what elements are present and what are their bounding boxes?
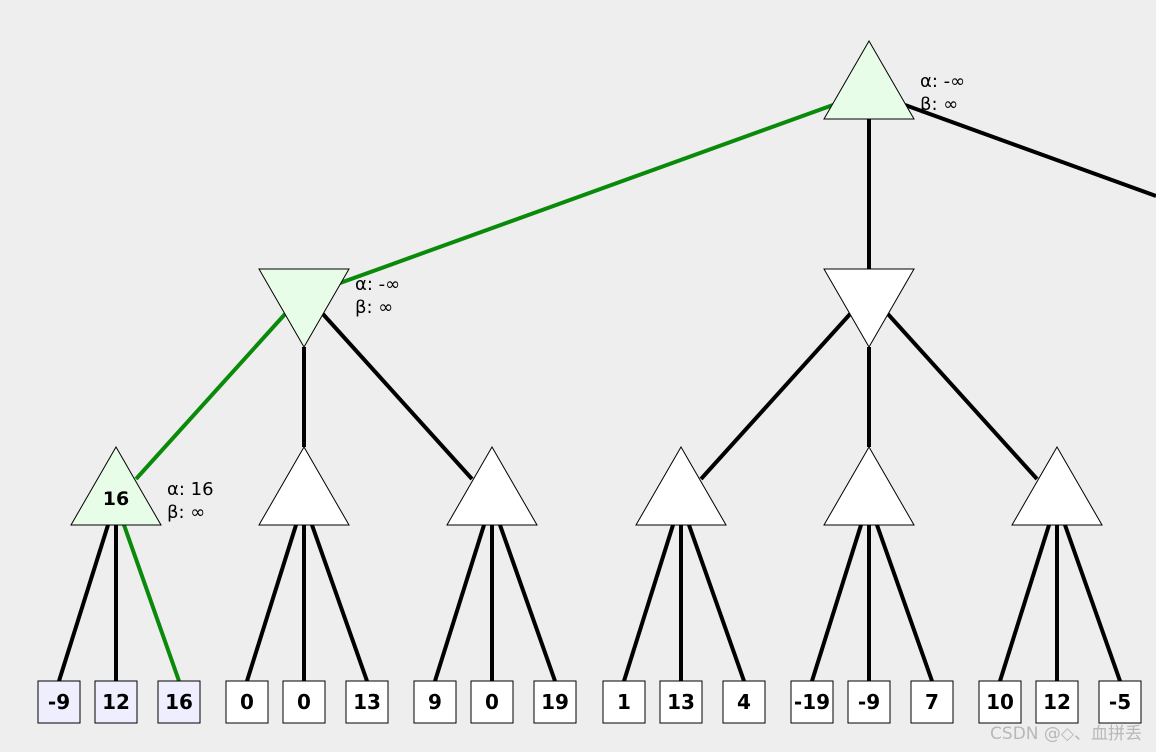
edge-max-1-2-to-leaf-3 (310, 524, 369, 682)
tree-leaves: -9 12 16 0 0 13 9 0 19 1 13 4 -19 -9 7 10 12 -5 (37, 680, 1142, 724)
leaf-node[interactable] (533, 680, 577, 724)
min-node-1-alpha-label: α: -∞ (355, 274, 400, 295)
max-node-1-1-alpha-label: α: 16 (167, 479, 214, 500)
watermark: CSDN @◇、血拼丢 (990, 724, 1142, 744)
leaf-value: -9 (858, 690, 880, 714)
edge-min-1-to-max-1 (134, 311, 288, 481)
leaf-node[interactable] (659, 680, 703, 724)
max-node-1-1-beta-label: β: ∞ (167, 502, 205, 523)
leaf-value: 19 (541, 690, 569, 714)
edge-max-2-2-to-leaf-1 (810, 524, 863, 682)
tree-edges (57, 103, 1156, 682)
leaf-node[interactable] (722, 680, 766, 724)
edge-min-2-to-max-1 (699, 311, 853, 481)
leaf-value: 16 (165, 690, 193, 714)
leaf-value: 1 (617, 690, 631, 714)
root-max-node[interactable] (823, 39, 915, 120)
leaf-value: 12 (102, 690, 130, 714)
edge-max-2-3-to-leaf-3 (1063, 524, 1122, 682)
leaf-node[interactable] (94, 680, 138, 724)
edge-max-1-1-to-leaf-1 (57, 524, 110, 682)
leaf-value: -9 (48, 690, 70, 714)
edge-min-2-to-max-3 (885, 311, 1039, 481)
root-node-beta-label: β: ∞ (920, 94, 958, 115)
leaf-node[interactable] (1035, 680, 1079, 724)
edge-max-1-2-to-leaf-1 (245, 524, 298, 682)
leaf-node[interactable] (847, 680, 891, 724)
leaf-value: 7 (925, 690, 939, 714)
leaf-value: 0 (240, 690, 254, 714)
leaf-node[interactable] (910, 680, 954, 724)
edge-max-1-1-to-leaf-3 (122, 524, 181, 682)
leaf-node[interactable] (470, 680, 514, 724)
leaf-node[interactable] (157, 680, 201, 724)
min-node-1[interactable] (258, 268, 350, 349)
max-node-1-3[interactable] (446, 445, 538, 526)
edge-max-2-3-to-leaf-1 (998, 524, 1051, 682)
max-node-2-2[interactable] (823, 445, 915, 526)
max-node-1-1[interactable] (70, 445, 162, 526)
leaf-value: -19 (794, 690, 830, 714)
max-node-2-3[interactable] (1011, 445, 1103, 526)
edge-max-2-2-to-leaf-3 (875, 524, 934, 682)
leaf-value: 13 (667, 690, 695, 714)
leaf-node[interactable] (978, 680, 1022, 724)
leaf-node[interactable] (282, 680, 326, 724)
leaf-value: 9 (428, 690, 442, 714)
edge-root-to-offscreen (904, 103, 1156, 198)
edge-max-1-3-to-leaf-3 (498, 524, 557, 682)
leaf-value: -5 (1109, 690, 1131, 714)
leaf-node[interactable] (37, 680, 81, 724)
leaf-value: 4 (737, 690, 751, 714)
leaf-value: 0 (485, 690, 499, 714)
min-node-2[interactable] (823, 268, 915, 349)
root-node-alpha-label: α: -∞ (920, 71, 965, 92)
leaf-node[interactable] (602, 680, 646, 724)
edge-max-2-1-to-leaf-1 (622, 524, 675, 682)
max-node-1-2[interactable] (258, 445, 350, 526)
edge-max-2-1-to-leaf-3 (687, 524, 746, 682)
leaf-value: 10 (986, 690, 1014, 714)
min-node-1-beta-label: β: ∞ (355, 297, 393, 318)
leaf-node[interactable] (413, 680, 457, 724)
leaf-node[interactable] (345, 680, 389, 724)
leaf-node[interactable] (790, 680, 834, 724)
max-node-2-1[interactable] (635, 445, 727, 526)
edge-root-to-min-1 (339, 103, 834, 285)
leaf-value: 13 (353, 690, 381, 714)
edge-max-1-3-to-leaf-1 (433, 524, 486, 682)
edge-min-1-to-max-3 (320, 311, 474, 481)
leaf-node[interactable] (225, 680, 269, 724)
node-value: 16 (103, 488, 129, 510)
leaf-node[interactable] (1098, 680, 1142, 724)
leaf-value: 0 (297, 690, 311, 714)
leaf-value: 12 (1043, 690, 1071, 714)
